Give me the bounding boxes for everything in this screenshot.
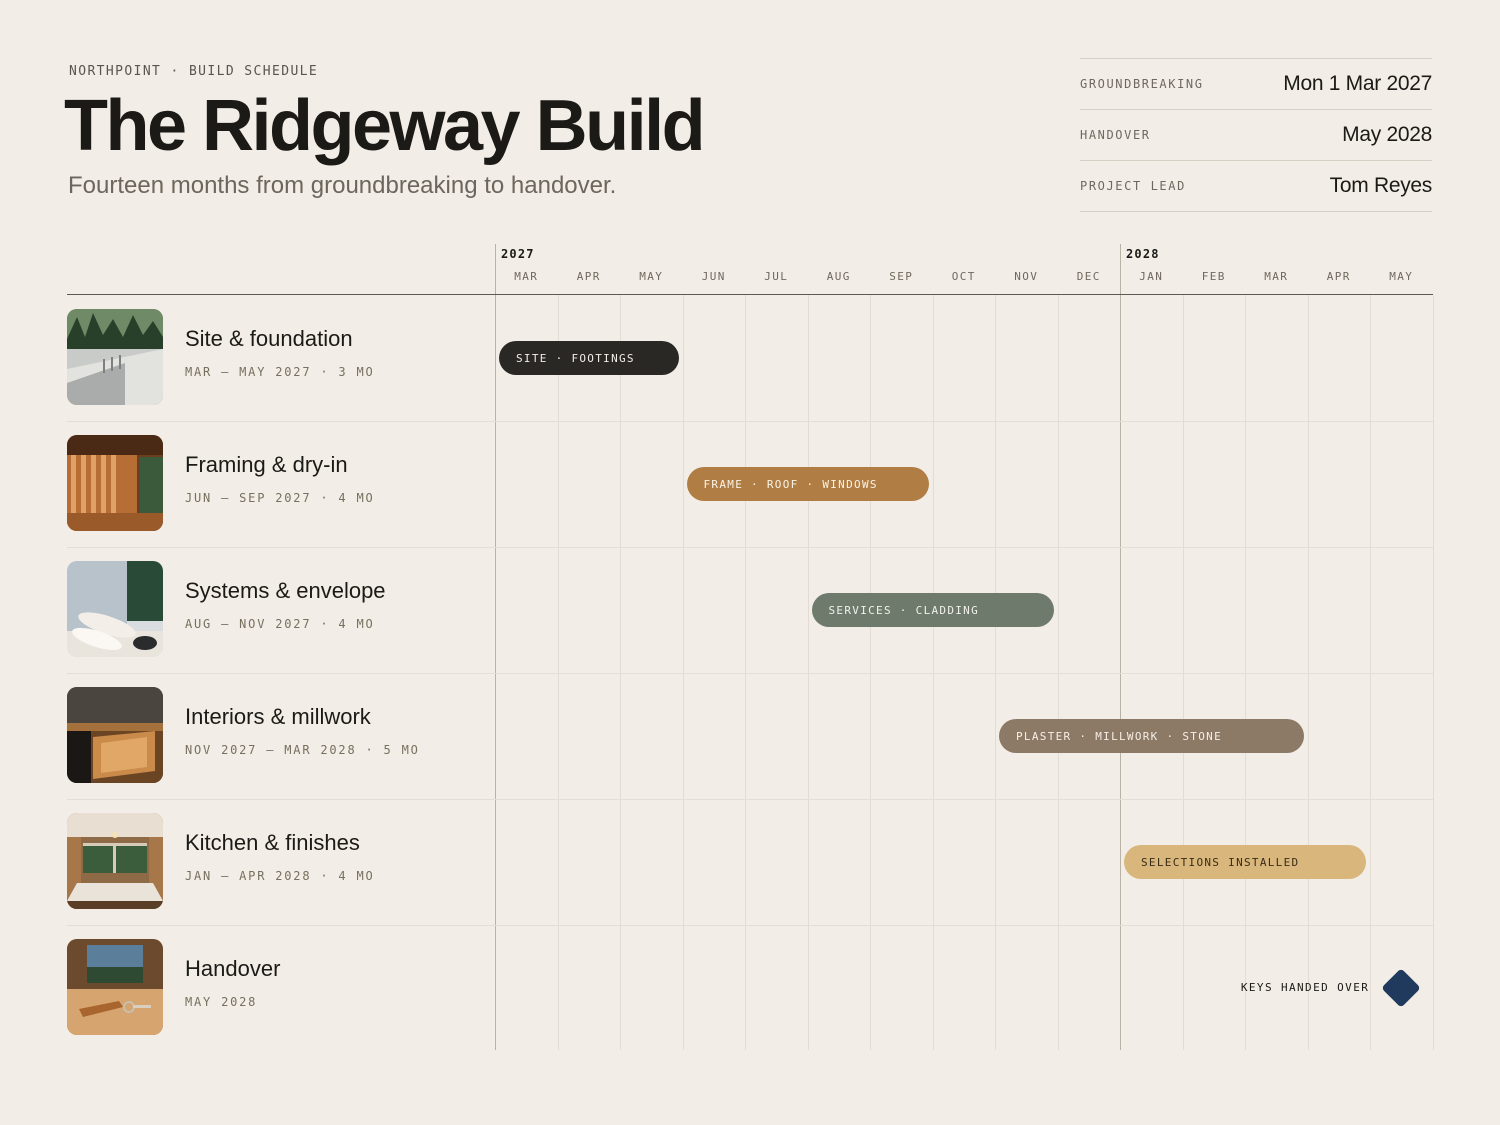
- phase-title: Site & foundation: [185, 326, 353, 351]
- gantt-bar-label: SERVICES · CLADDING: [828, 603, 980, 617]
- meta-value: Mon 1 Mar 2027: [1283, 72, 1432, 95]
- meta-value: Tom Reyes: [1329, 174, 1433, 197]
- gantt-bar-label: SELECTIONS INSTALLED: [1141, 855, 1300, 869]
- month-label: SEP: [889, 270, 914, 283]
- month-label: MAY: [1389, 270, 1414, 283]
- grid-line: [1307, 295, 1309, 1050]
- grid-line: [745, 295, 746, 1050]
- project-meta: GROUNDBREAKING Mon 1 Mar 2027 HANDOVER M…: [1080, 58, 1432, 212]
- phase-title: Systems & envelope: [185, 578, 386, 603]
- phase-title: Kitchen & finishes: [185, 830, 360, 855]
- grid-line: [682, 295, 684, 1050]
- grid-line: [557, 295, 559, 1050]
- gantt-bar[interactable]: PLASTER · MILLWORK · STONE: [999, 719, 1304, 753]
- page-subtitle: Fourteen months from groundbreaking to h…: [68, 172, 617, 199]
- gantt-bar[interactable]: FRAME · ROOF · WINDOWS: [686, 467, 929, 501]
- phase-dates: JAN – APR 2028 · 4 MO: [185, 869, 375, 883]
- grid-line: [620, 295, 621, 1050]
- milestone-label: KEYS HANDED OVER: [1240, 981, 1370, 994]
- grid-line: [1432, 295, 1434, 1050]
- phase-thumbnail: [67, 687, 163, 783]
- grid-line: [1245, 295, 1246, 1050]
- month-label: DEC: [1076, 270, 1101, 283]
- row-separator: [67, 673, 1433, 674]
- year-label-2028: 2028: [1126, 247, 1160, 261]
- phase-dates: JUN – SEP 2027 · 4 MO: [185, 491, 375, 505]
- gantt-bar-label: FRAME · ROOF · WINDOWS: [703, 477, 878, 491]
- row-separator: [67, 421, 1433, 422]
- phase-thumbnail: [67, 309, 163, 405]
- gantt-bar[interactable]: SITE · FOOTINGS: [499, 341, 679, 375]
- timeline-axis: [67, 294, 1433, 295]
- year-label-2027: 2027: [501, 247, 535, 261]
- phase-dates: MAR – MAY 2027 · 3 MO: [185, 365, 375, 379]
- phase-dates: NOV 2027 – MAR 2028 · 5 MO: [185, 743, 420, 757]
- timeline-header: 2027 2028 MAR APR MAY JUN JUL AUG SEP OCT NOV DEC…: [495, 244, 1433, 295]
- timeline-start-line: [495, 244, 496, 1050]
- phase-thumbnail: [67, 435, 163, 531]
- phase-dates: MAY 2028: [185, 995, 258, 1009]
- month-label: JUN: [701, 270, 726, 283]
- month-label: MAR: [514, 270, 539, 283]
- month-label: OCT: [951, 270, 976, 283]
- grid-line: [995, 295, 996, 1050]
- page-title: The Ridgeway Build: [64, 86, 706, 166]
- meta-row-project-lead: PROJECT LEAD Tom Reyes: [1080, 161, 1432, 212]
- grid-line: [1370, 295, 1371, 1050]
- grid-line: [1057, 295, 1059, 1050]
- grid-line: [932, 295, 934, 1050]
- meta-row-groundbreaking: GROUNDBREAKING Mon 1 Mar 2027: [1080, 59, 1432, 110]
- meta-label: GROUNDBREAKING: [1080, 77, 1204, 91]
- phase-thumbnail: [67, 561, 163, 657]
- year-divider-line: [1120, 244, 1121, 1050]
- meta-label: PROJECT LEAD: [1080, 179, 1186, 193]
- month-label: NOV: [1014, 270, 1039, 283]
- row-separator: [67, 799, 1433, 800]
- row-separator: [67, 925, 1433, 926]
- phase-title: Handover: [185, 956, 281, 981]
- month-label: MAR: [1264, 270, 1289, 283]
- gantt-bar[interactable]: SERVICES · CLADDING: [811, 593, 1054, 627]
- month-label: APR: [576, 270, 601, 283]
- eyebrow: NORTHPOINT · BUILD SCHEDULE: [69, 64, 319, 79]
- grid-line: [1182, 295, 1184, 1050]
- row-separator: [67, 547, 1433, 548]
- month-label: MAY: [639, 270, 664, 283]
- month-label: JAN: [1139, 270, 1164, 283]
- gantt-bar[interactable]: SELECTIONS INSTALLED: [1124, 845, 1366, 879]
- meta-label: HANDOVER: [1080, 128, 1151, 142]
- gantt-bar-label: SITE · FOOTINGS: [516, 351, 635, 365]
- phase-thumbnail: [67, 939, 163, 1035]
- phase-title: Framing & dry-in: [185, 452, 348, 477]
- phase-thumbnail: [67, 813, 163, 909]
- gantt-bar-label: PLASTER · MILLWORK · STONE: [1016, 729, 1222, 743]
- phase-title: Interiors & millwork: [185, 704, 371, 729]
- phase-dates: AUG – NOV 2027 · 4 MO: [185, 617, 375, 631]
- grid-line: [870, 295, 871, 1050]
- month-label: FEB: [1201, 270, 1226, 283]
- grid-line: [807, 295, 809, 1050]
- meta-value: May 2028: [1342, 123, 1432, 146]
- month-label: APR: [1326, 270, 1351, 283]
- month-label: AUG: [826, 270, 851, 283]
- meta-row-handover: HANDOVER May 2028: [1080, 110, 1432, 161]
- month-label: JUL: [764, 270, 789, 283]
